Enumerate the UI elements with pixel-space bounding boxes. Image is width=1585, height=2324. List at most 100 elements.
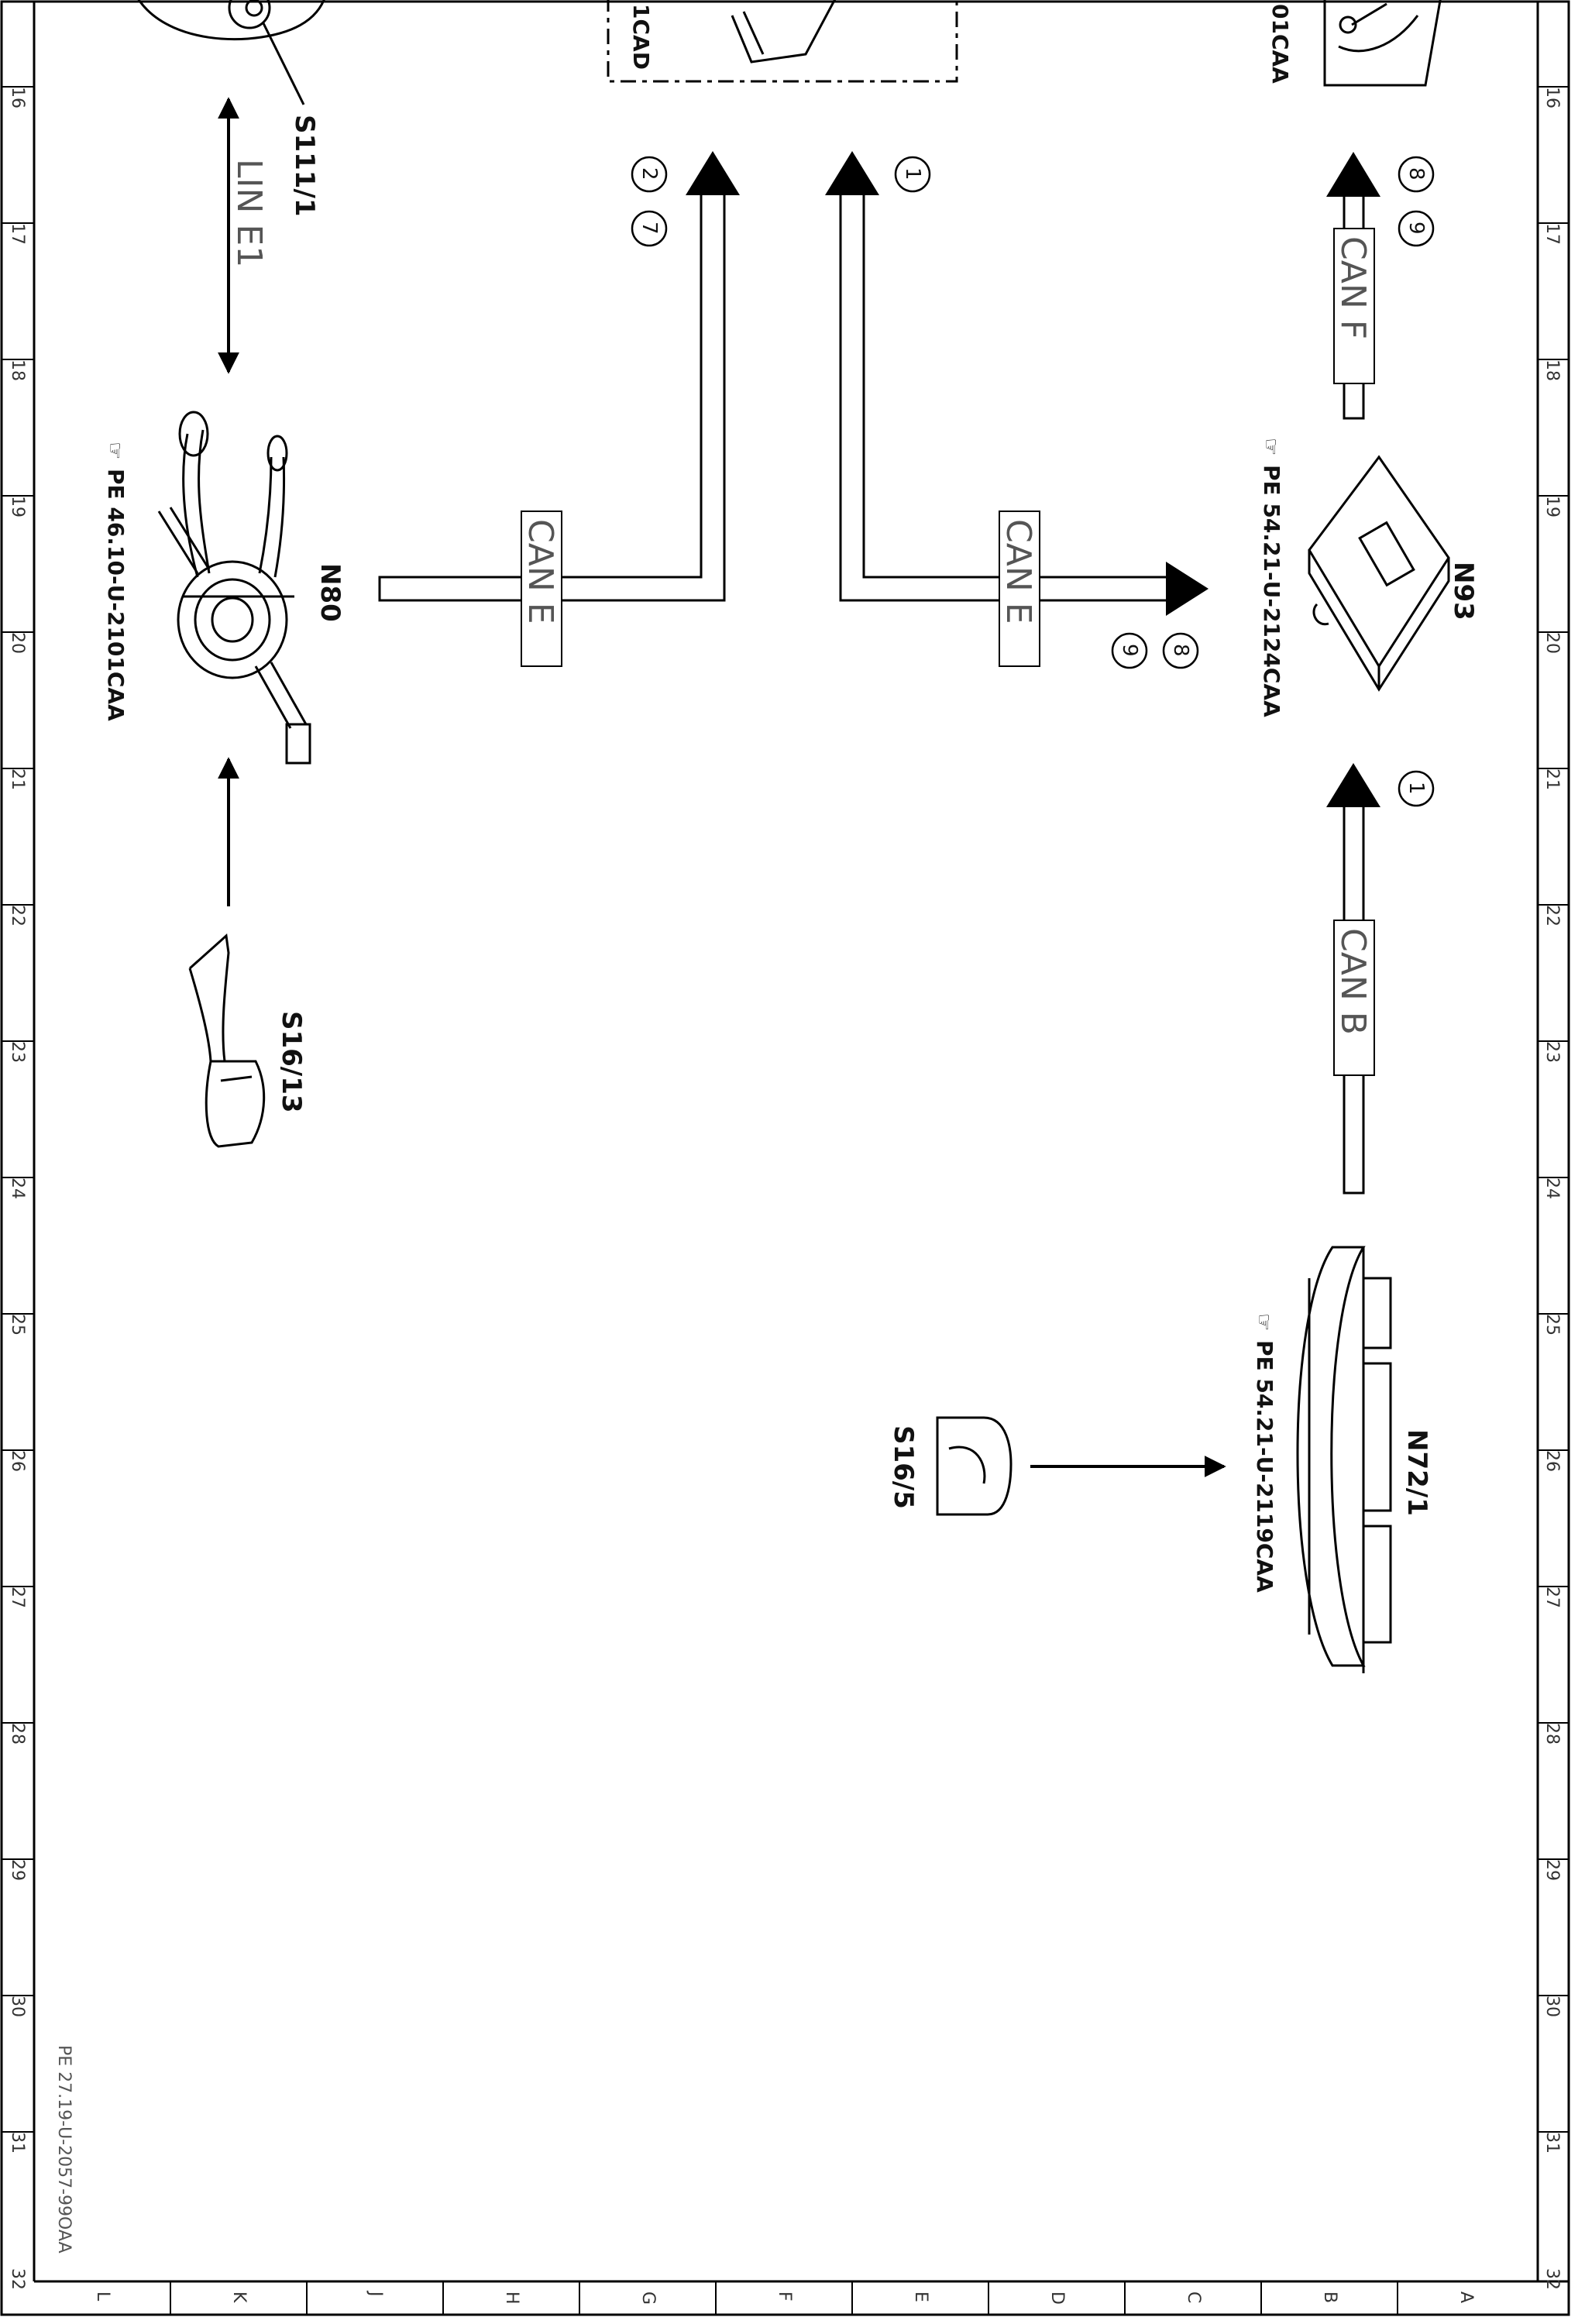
- row-number-label: 21: [8, 768, 27, 790]
- svg-text:1: 1: [1404, 782, 1428, 795]
- row-number-label: 30: [1542, 1996, 1562, 2017]
- column-letter-label: L: [93, 2291, 112, 2302]
- column-letter-label: J: [366, 2290, 385, 2297]
- row-number-label: 30: [8, 1996, 27, 2017]
- n80-ref-icon: ☞: [103, 442, 126, 459]
- n80-ref: PE 46.10-U-2101CAA: [103, 469, 129, 721]
- can-b-label: CAN B: [1333, 928, 1373, 1035]
- row-number-label: 24: [1542, 1177, 1562, 1199]
- row-number-label: 19: [8, 496, 27, 517]
- document-id: PE 27.19-U-2057-99OAA: [54, 2045, 74, 2254]
- row-number-label: 22: [8, 905, 27, 927]
- column-letter-label: A: [1456, 2291, 1476, 2303]
- program-switch-icon: [936, 1416, 1013, 1516]
- can-e-right-label: CAN E: [999, 519, 1038, 624]
- row-number-label: 27: [8, 1587, 27, 1608]
- top-center-module-label: 1CAD: [628, 4, 654, 70]
- row-number-label: 23: [8, 1041, 27, 1063]
- row-number-label: 22: [1542, 905, 1562, 927]
- row-number-label: 25: [8, 1314, 27, 1336]
- row-number-label: 27: [1542, 1587, 1562, 1608]
- marker-9-top: 9: [1398, 210, 1435, 247]
- row-number-label: 29: [1542, 1859, 1562, 1881]
- row-number-label: 31: [1542, 2132, 1562, 2154]
- svg-text:9: 9: [1118, 644, 1141, 657]
- svg-text:7: 7: [638, 222, 661, 235]
- row-number-label: 20: [1542, 632, 1562, 654]
- row-number-label: 26: [1542, 1450, 1562, 1472]
- column-letter-label: B: [1320, 2291, 1339, 2303]
- n72-1-ref-icon: ☞: [1252, 1313, 1275, 1331]
- row-number-label: 28: [8, 1723, 27, 1745]
- n72-1-label: N72/1: [1401, 1429, 1432, 1516]
- column-letter-label: E: [911, 2291, 930, 2302]
- row-number-label: 17: [8, 223, 27, 245]
- can-b-label-box: [1333, 920, 1375, 1076]
- can-e-right-arrowhead-top: [825, 151, 879, 195]
- marker-2: 2: [631, 156, 668, 193]
- column-letter-label: C: [1184, 2291, 1203, 2303]
- svg-text:8: 8: [1169, 644, 1192, 657]
- row-number-label: 29: [8, 1859, 27, 1881]
- row-number-label: 17: [1542, 223, 1562, 245]
- steering-column-module-icon: [157, 411, 311, 765]
- svg-text:2: 2: [638, 167, 661, 180]
- can-f-label: CAN F: [1333, 236, 1373, 339]
- top-center-module-box: [607, 0, 958, 83]
- selector-lever-icon: [188, 933, 266, 1148]
- row-number-label: 28: [1542, 1723, 1562, 1745]
- row-number-label: 23: [1542, 1041, 1562, 1063]
- top-right-gauge-icon: [1323, 0, 1442, 87]
- column-letter-label: H: [502, 2291, 521, 2305]
- s16-5-label: S16/5: [888, 1425, 919, 1509]
- n93-ref: PE 54.21-U-2124CAA: [1259, 465, 1284, 717]
- row-number-label: 21: [1542, 768, 1562, 790]
- row-number-label: 32: [1542, 2268, 1562, 2290]
- n93-ref-icon: ☞: [1259, 438, 1282, 456]
- marker-8-top: 8: [1398, 156, 1435, 193]
- can-e-left-arrowhead: [686, 151, 740, 195]
- top-right-gauge-label: 01CAA: [1267, 4, 1293, 84]
- can-e-right-label-box: [999, 511, 1040, 667]
- row-number-label: 25: [1542, 1314, 1562, 1336]
- marker-8-mid: 8: [1162, 632, 1199, 669]
- lin-e1-label: LIN E1: [229, 159, 269, 267]
- s16-13-label: S16/13: [276, 1011, 307, 1113]
- row-number-label: 24: [8, 1177, 27, 1199]
- column-letter-label: G: [638, 2291, 658, 2305]
- svg-text:9: 9: [1404, 222, 1428, 235]
- can-e-left-label-box: [521, 511, 562, 667]
- column-letter-label: F: [775, 2291, 794, 2302]
- row-number-label: 31: [8, 2132, 27, 2154]
- n72-1-ref: PE 54.21-U-2119CAA: [1252, 1340, 1277, 1593]
- column-letter-label: K: [229, 2291, 249, 2303]
- row-number-label: 19: [1542, 496, 1562, 517]
- row-number-label: 18: [1542, 359, 1562, 381]
- marker-1-mid: 1: [1398, 770, 1435, 807]
- marker-7: 7: [631, 210, 668, 247]
- row-number-label: 16: [1542, 87, 1562, 108]
- can-e-right-arrowhead-right: [1166, 562, 1209, 616]
- n80-label: N80: [315, 563, 346, 622]
- can-b-arrowhead: [1326, 763, 1380, 807]
- can-f-label-box: [1333, 228, 1375, 384]
- steering-wheel-icon: [137, 0, 325, 105]
- row-number-label: 26: [8, 1450, 27, 1472]
- row-number-label: 16: [8, 87, 27, 108]
- can-e-left-label: CAN E: [521, 519, 560, 624]
- column-letter-label: D: [1047, 2291, 1067, 2305]
- row-number-label: 18: [8, 359, 27, 381]
- svg-text:8: 8: [1404, 167, 1428, 180]
- control-panel-icon: [1296, 1246, 1392, 1673]
- row-number-label: 32: [8, 2268, 27, 2290]
- s111-1-label: S111/1: [289, 115, 320, 217]
- marker-9-mid: 9: [1111, 632, 1148, 669]
- svg-text:1: 1: [901, 167, 924, 180]
- central-gateway-module-icon: [1308, 455, 1450, 692]
- n93-label: N93: [1448, 562, 1479, 621]
- marker-1-top: 1: [894, 156, 931, 193]
